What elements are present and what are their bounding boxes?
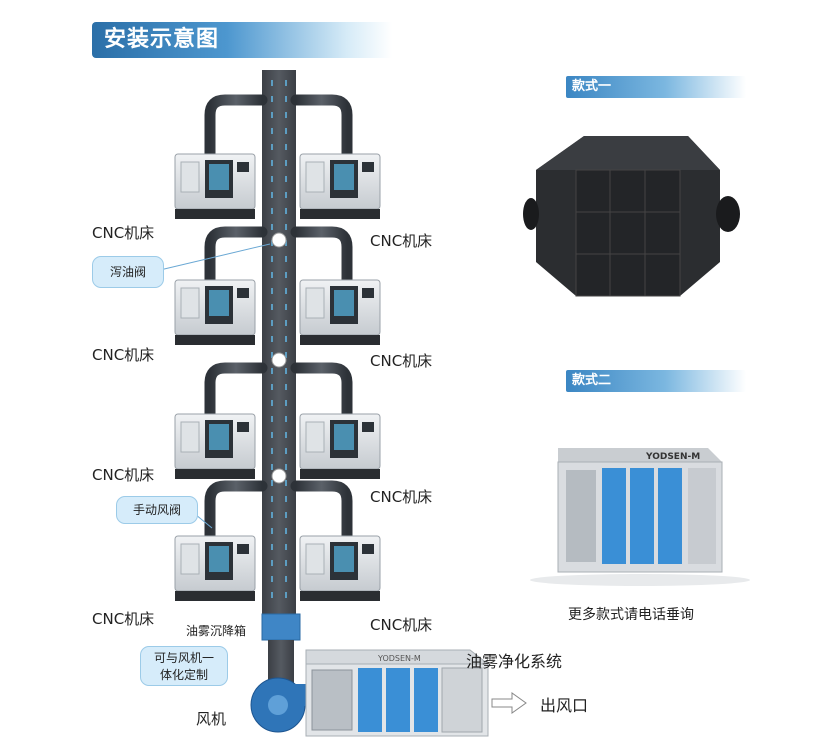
cnc-label: CNC机床 [92, 224, 155, 242]
hoses [204, 94, 353, 546]
cnc-label: CNC机床 [92, 610, 155, 628]
valve-markers [271, 232, 287, 484]
valve-callout: 泻油阀 [92, 256, 164, 288]
outlet-label: 出风口 [540, 696, 589, 715]
purifier-brand: YODSEN-M [378, 654, 421, 663]
airflow-arrows [271, 80, 287, 600]
cnc-label: CNC机床 [370, 616, 433, 634]
product-style1-image [523, 136, 740, 297]
purifier-label: 油雾净化系统 [466, 652, 563, 671]
valve-pointer [159, 243, 271, 271]
fan-callout-line1: 可与风机一 [153, 651, 214, 665]
damper-callout: 手动风阀 [116, 496, 198, 524]
cnc-label: CNC机床 [370, 352, 433, 370]
page-title: 安装示意图 [104, 27, 220, 52]
settling-box-label: 油雾沉降箱 [186, 624, 247, 638]
cnc-label: CNC机床 [370, 488, 433, 506]
cnc-label: CNC机床 [370, 232, 433, 250]
fan-callout: 可与风机一 体化定制 [140, 646, 228, 686]
product-style2-image [530, 448, 750, 586]
main-duct [262, 70, 296, 630]
style2-tag [566, 370, 746, 392]
cnc-label: CNC机床 [92, 346, 155, 364]
style2-brand: YODSEN-M [646, 452, 701, 462]
cnc-label: CNC机床 [92, 466, 155, 484]
fan-label: 风机 [196, 710, 227, 728]
more-styles-text: 更多款式请电话垂询 [568, 607, 694, 623]
fan-callout-line2: 体化定制 [159, 668, 208, 682]
style1-label: 款式一 [572, 79, 612, 94]
style2-label: 款式二 [572, 373, 612, 388]
settling-box [261, 613, 301, 641]
outlet-arrow [491, 692, 527, 714]
title-banner [92, 22, 392, 58]
purifier-unit [305, 649, 489, 737]
style1-tag [566, 76, 746, 98]
